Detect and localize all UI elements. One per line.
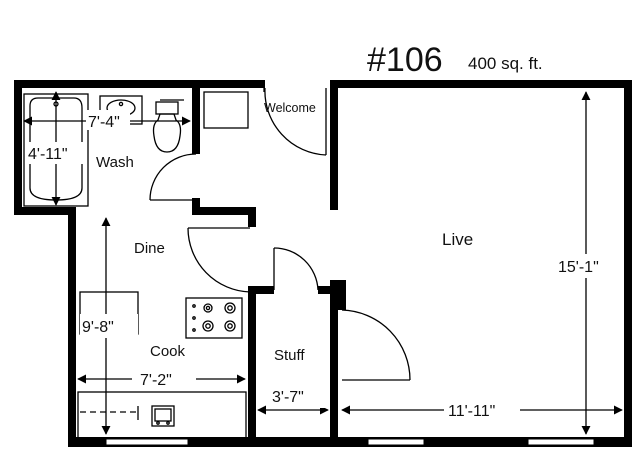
wall-bath-right-lower bbox=[192, 198, 200, 210]
label-bg-cook-depth bbox=[80, 314, 138, 338]
unit-area: 400 sq. ft. bbox=[468, 54, 543, 73]
wall-dine-stub bbox=[248, 207, 256, 227]
wall-stuff-top-right bbox=[318, 286, 338, 294]
window-kitchen bbox=[105, 438, 189, 446]
label-bg-live-width bbox=[444, 399, 520, 421]
kitchen-sink-icon bbox=[151, 405, 175, 427]
wall-live-left-upper bbox=[330, 80, 338, 210]
wall-right bbox=[624, 80, 632, 446]
dim-live-height: 15'-1" bbox=[558, 259, 599, 276]
welcome-door-swing bbox=[264, 87, 327, 156]
dim-cook-width: 7'-2" bbox=[140, 372, 172, 389]
wall-bath-right-upper bbox=[192, 88, 200, 154]
wall-bath-bottom-right bbox=[192, 207, 256, 215]
room-label-wash: Wash bbox=[96, 154, 134, 171]
live-door-swing bbox=[341, 309, 411, 381]
dim-wash-width: 7'-4" bbox=[88, 114, 120, 131]
wall-top-left bbox=[14, 80, 265, 88]
room-label-live: Live bbox=[442, 230, 473, 249]
wall-bath-left bbox=[14, 80, 22, 214]
entry-closet bbox=[203, 91, 249, 129]
wall-stuff-top bbox=[248, 286, 274, 294]
stove-icon bbox=[185, 297, 243, 339]
room-label-cook: Cook bbox=[150, 343, 186, 360]
wall-stuff-left bbox=[248, 286, 256, 445]
label-bg-cook-width bbox=[132, 368, 196, 390]
bath-door-swing bbox=[149, 153, 197, 201]
dim-live-width: 11'-11" bbox=[448, 403, 495, 420]
window-live-right bbox=[527, 438, 595, 446]
wall-top-right bbox=[330, 80, 631, 88]
dim-wash-depth: 4'-11" bbox=[28, 146, 68, 163]
dim-stuff-width: 3'-7" bbox=[272, 389, 304, 406]
kitchen-counter bbox=[77, 391, 247, 439]
room-label-welcome: Welcome bbox=[264, 101, 316, 115]
window-live-left bbox=[367, 438, 425, 446]
wall-live-stub bbox=[330, 280, 346, 310]
unit-number: #106 bbox=[367, 41, 443, 79]
wall-bottom bbox=[68, 437, 632, 447]
label-bg-stuff-width bbox=[268, 386, 328, 408]
room-label-dine: Dine bbox=[134, 240, 165, 257]
label-bg-wash-width bbox=[86, 110, 130, 130]
wall-kitchen-left bbox=[68, 207, 76, 445]
label-bg-live-height bbox=[556, 254, 616, 278]
toilet-icon bbox=[152, 99, 184, 153]
wall-bath-bottom bbox=[14, 207, 76, 215]
dim-cook-depth: 9'-8" bbox=[82, 319, 114, 336]
stuff-door-swing bbox=[273, 247, 319, 291]
room-label-stuff: Stuff bbox=[274, 347, 305, 364]
dine-door-swing bbox=[187, 227, 251, 293]
wall-live-left-lower bbox=[330, 280, 338, 445]
label-bg-wash-depth bbox=[26, 142, 84, 164]
